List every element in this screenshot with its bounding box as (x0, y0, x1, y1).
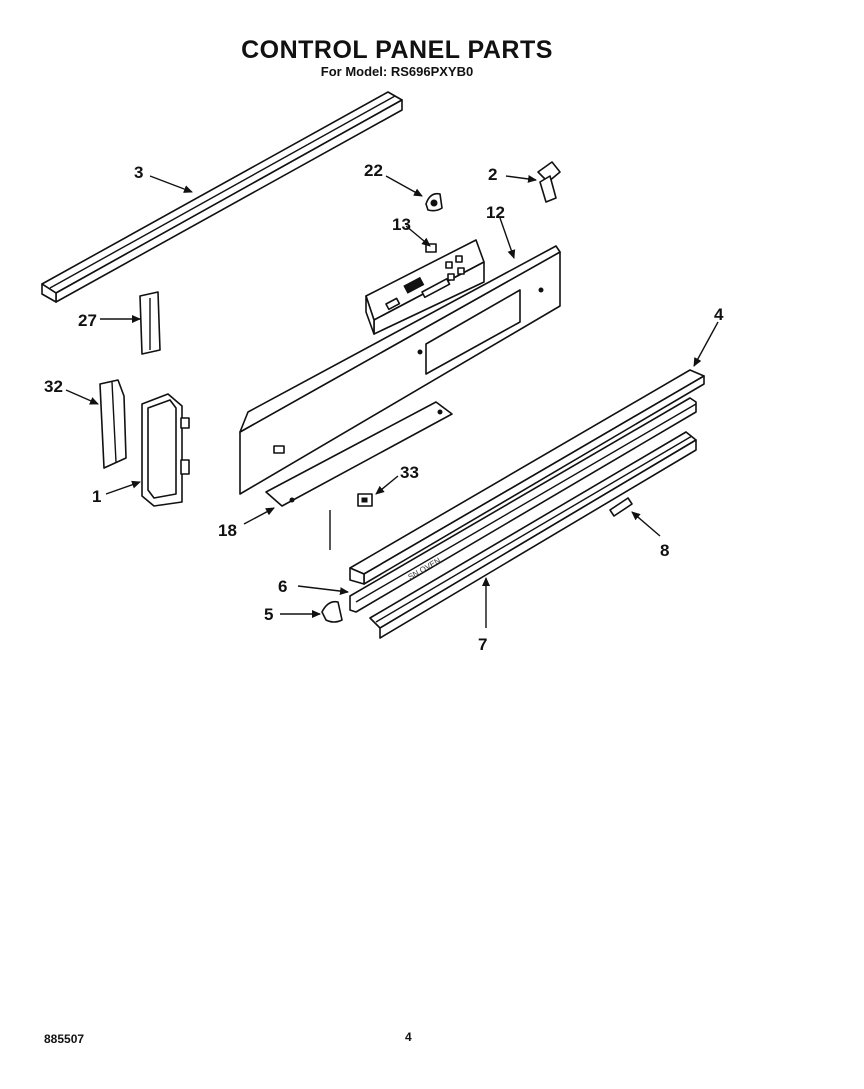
part-4-rear-strip (349, 369, 705, 585)
callout-18: 18 (218, 521, 237, 540)
part-2-bracket (537, 161, 561, 203)
part-22-clip (425, 192, 443, 212)
document-number: 885507 (44, 1032, 85, 1046)
callout-7: 7 (478, 635, 487, 654)
callout-4: 4 (714, 305, 724, 324)
part-1-end-cap (141, 393, 190, 507)
leader-lines (65, 174, 719, 628)
part-8-clip (609, 497, 633, 517)
callout-6: 6 (278, 577, 287, 596)
part-32-side-panel (99, 379, 127, 469)
part-6-front-strip: SN OVEN (349, 397, 697, 613)
callout-27: 27 (78, 311, 97, 330)
callout-1: 1 (92, 487, 101, 506)
callout-5: 5 (264, 605, 273, 624)
callout-2: 2 (488, 165, 497, 184)
callout-12: 12 (486, 203, 505, 222)
callout-32: 32 (44, 377, 63, 396)
part-33-clip (357, 493, 373, 507)
callout-3: 3 (134, 163, 143, 182)
model-subtitle: For Model: RS696PXYB0 (320, 64, 474, 79)
callout-22: 22 (364, 161, 383, 180)
part-3-top-trim (41, 91, 403, 303)
part-5-end-clip (321, 600, 343, 623)
part-7-lower-trim (369, 431, 697, 639)
part-18-plate (265, 401, 453, 550)
page-title: CONTROL PANEL PARTS (241, 36, 553, 64)
part-13-control-board (365, 239, 485, 335)
callout-13: 13 (392, 215, 411, 234)
page-number: 4 (405, 1030, 412, 1044)
part-12-control-panel (239, 245, 561, 495)
callout-8: 8 (660, 541, 669, 560)
part-27-bracket (139, 291, 161, 355)
callout-33: 33 (400, 463, 419, 482)
